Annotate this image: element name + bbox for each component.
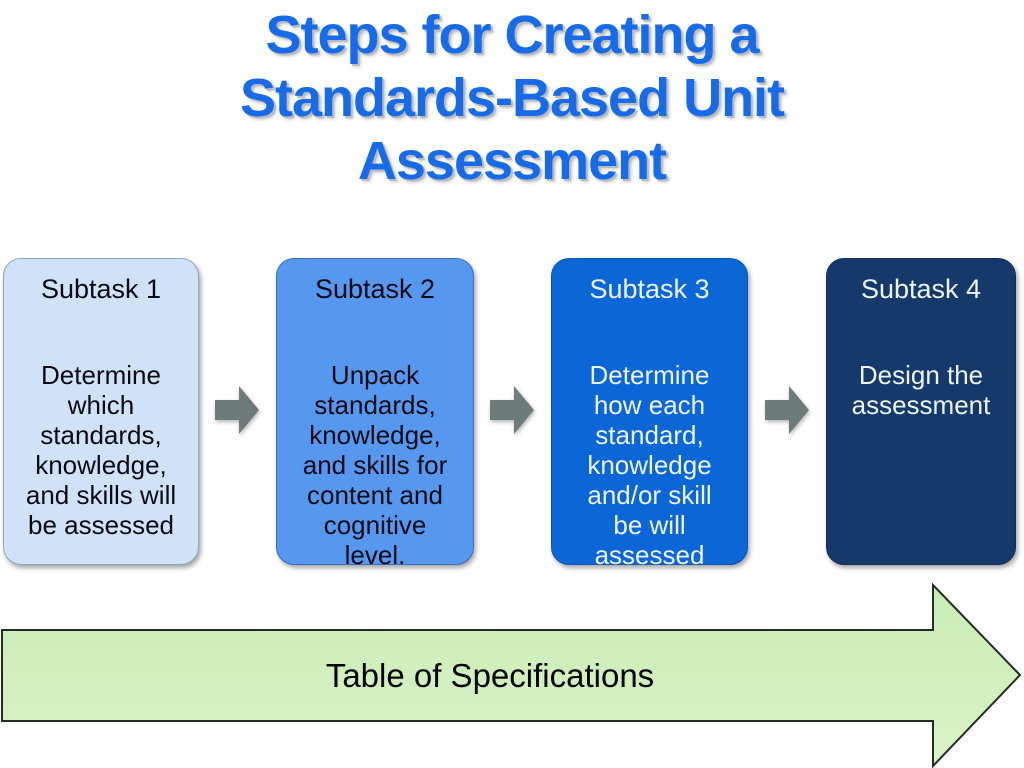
flow-arrow-icon bbox=[215, 386, 259, 434]
subtask-3-box: Subtask 3 Determine how each standard, k… bbox=[551, 258, 748, 570]
subtask-4-body: Design the assessment bbox=[851, 360, 991, 420]
big-right-arrow-icon bbox=[1, 582, 1022, 768]
subtask-1-body: Determine which standards, knowledge, an… bbox=[25, 360, 177, 540]
subtask-2-box: Subtask 2 Unpack standards, knowledge, a… bbox=[276, 258, 474, 570]
subtask-1-box: Subtask 1 Determine which standards, kno… bbox=[3, 258, 199, 565]
subtask-4-heading: Subtask 4 bbox=[860, 274, 982, 304]
subtask-3-heading: Subtask 3 bbox=[589, 274, 710, 304]
subtask-flow: Subtask 1 Determine which standards, kno… bbox=[0, 258, 1024, 570]
subtask-4-box: Subtask 4 Design the assessment bbox=[826, 258, 1016, 565]
subtask-2-heading: Subtask 2 bbox=[314, 274, 436, 304]
table-of-specifications-label: Table of Specifications bbox=[325, 657, 655, 694]
subtask-2-body: Unpack standards, knowledge, and skills … bbox=[302, 360, 448, 570]
slide-title: Steps for Creating a Standards-Based Uni… bbox=[239, 5, 785, 191]
subtask-3-body: Determine how each standard, knowledge a… bbox=[587, 360, 712, 570]
subtask-1-heading: Subtask 1 bbox=[40, 274, 162, 304]
flow-arrow-icon bbox=[765, 386, 809, 434]
table-of-specifications-arrow: Table of Specifications bbox=[0, 580, 1024, 768]
flow-arrow-icon bbox=[490, 386, 534, 434]
